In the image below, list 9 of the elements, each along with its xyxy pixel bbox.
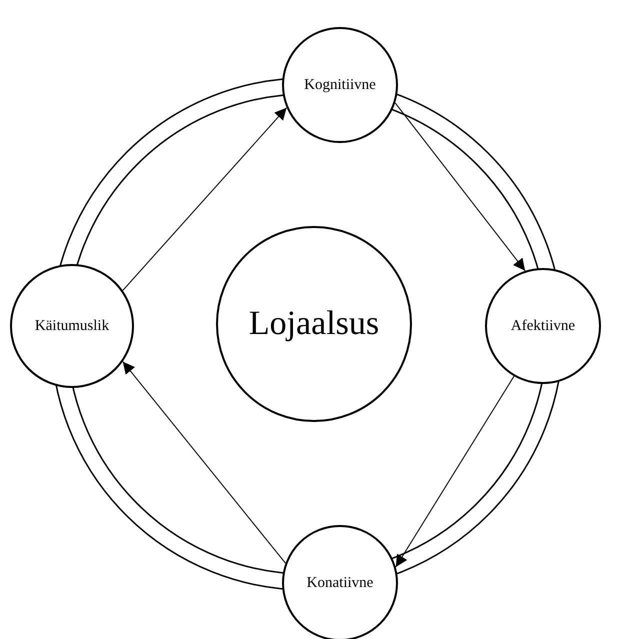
arrow — [394, 102, 526, 272]
node-label: Lojaalsus — [248, 305, 380, 343]
arrow — [395, 376, 514, 568]
node-label: Käitumuslik — [34, 318, 110, 334]
node-label: Afektiivne — [510, 318, 576, 334]
arrow — [122, 107, 288, 291]
node-label: Konatiivne — [306, 574, 374, 592]
arrow — [122, 361, 286, 564]
node-label: Kognitiivne — [304, 76, 376, 94]
